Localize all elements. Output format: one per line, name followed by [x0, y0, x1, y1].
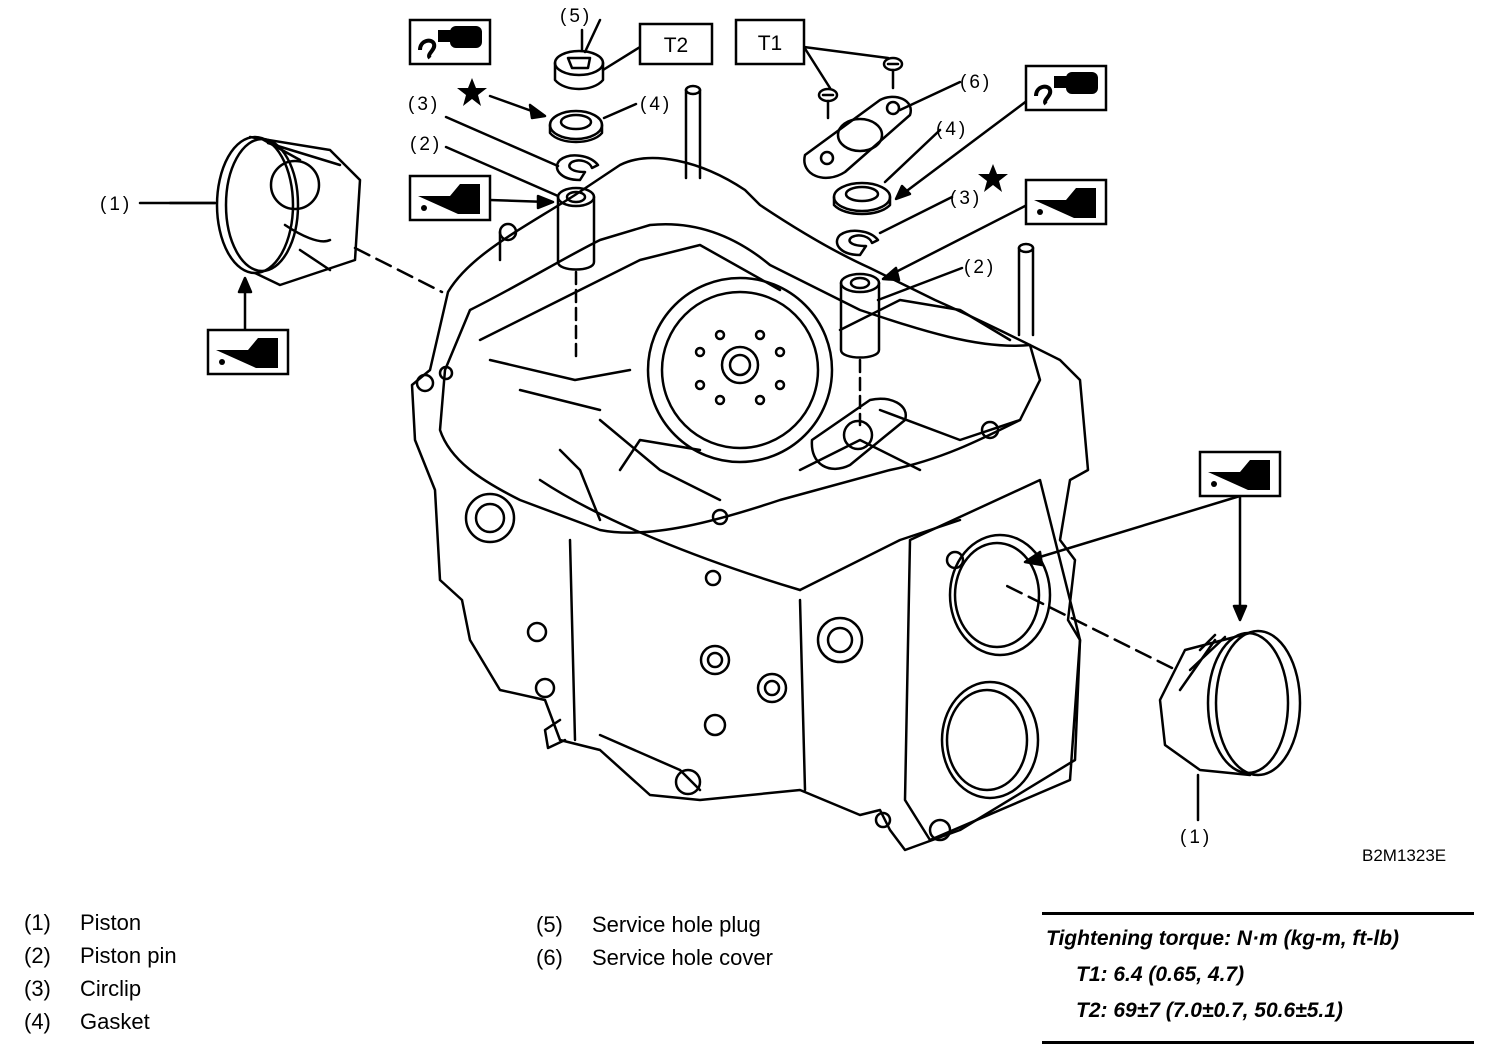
piston-left: [215, 135, 362, 287]
legend-number: (2): [24, 942, 51, 968]
piston-pin-right: [839, 272, 881, 359]
circlip-left: [555, 154, 600, 182]
legend-item: (3) Circlip: [24, 972, 177, 1005]
callout-cover: (6): [960, 72, 992, 93]
legend-number: (1): [24, 909, 51, 935]
engine-block-exploded-diagram: T2 T1 (1) (2) (3) (5) (4) (6) (4) (3) (2…: [100, 6, 1302, 852]
liquid-gasket-icon: [408, 18, 492, 66]
star-icon: [978, 164, 1008, 192]
circlip-right: [835, 229, 880, 257]
legend-number: (4): [24, 1008, 51, 1034]
legend-item: (2) Piston pin: [24, 939, 177, 972]
oil-can-icon: [1024, 178, 1108, 226]
legend-name: Service hole plug: [592, 911, 761, 937]
legend-left: (1) Piston (2) Piston pin (3) Circlip (4…: [24, 906, 177, 1038]
gasket-right: [832, 181, 892, 216]
t2-tag-label: T2: [664, 34, 689, 57]
legend-item: (4) Gasket: [24, 1005, 177, 1038]
callout-gasket-left: (4): [640, 94, 672, 115]
service-hole-cover: [803, 56, 912, 180]
legend-item: (6) Service hole cover: [536, 941, 773, 974]
legend-name: Service hole cover: [592, 944, 773, 970]
callout-circlip-right: (3): [950, 188, 982, 209]
callout-circlip-left: (3): [408, 94, 440, 115]
oil-can-icon: [408, 174, 492, 222]
oil-can-icon: [206, 328, 290, 376]
torque-t1: T1: 6.4 (0.65, 4.7): [1076, 963, 1245, 986]
torque-t2: T2: 69±7 (7.0±0.7, 50.6±5.1): [1076, 999, 1343, 1022]
callout-pin-left: (2): [410, 134, 442, 155]
legend-number: (5): [536, 911, 563, 937]
legend-name: Piston pin: [80, 942, 177, 968]
legend-number: (6): [536, 944, 563, 970]
legend-item: (1) Piston: [24, 906, 177, 939]
piston-right: [1158, 629, 1302, 777]
star-icon: [457, 78, 487, 106]
legend-name: Circlip: [80, 975, 142, 1001]
gasket-left: [548, 109, 604, 144]
callout-piston-right: (1): [1180, 827, 1212, 848]
liquid-gasket-icon: [1024, 64, 1108, 112]
figure-code: B2M1323E: [1362, 846, 1447, 865]
engine-block: [410, 84, 1090, 852]
oil-can-icon: [1198, 450, 1282, 498]
callout-plug: (5): [560, 6, 592, 27]
legend-number: (3): [24, 975, 51, 1001]
callout-gasket-right: (4): [936, 119, 968, 140]
legend-name: Gasket: [80, 1008, 150, 1034]
service-hole-plug: [553, 49, 605, 91]
t2-tag-box: [638, 22, 714, 66]
legend-item: (5) Service hole plug: [536, 908, 773, 941]
torque-title: Tightening torque: N·m (kg-m, ft-lb): [1046, 927, 1400, 950]
callout-pin-right: (2): [964, 257, 996, 278]
t1-tag-label: T1: [758, 32, 783, 55]
tightening-torque-box: Tightening torque: N·m (kg-m, ft-lb) T1:…: [1042, 912, 1474, 1044]
legend-name: Piston: [80, 909, 142, 935]
t1-tag-box: [734, 18, 806, 66]
callout-piston-left: (1): [100, 194, 132, 215]
piston-pin-left: [556, 186, 596, 271]
legend-right: (5) Service hole plug (6) Service hole c…: [536, 908, 773, 974]
